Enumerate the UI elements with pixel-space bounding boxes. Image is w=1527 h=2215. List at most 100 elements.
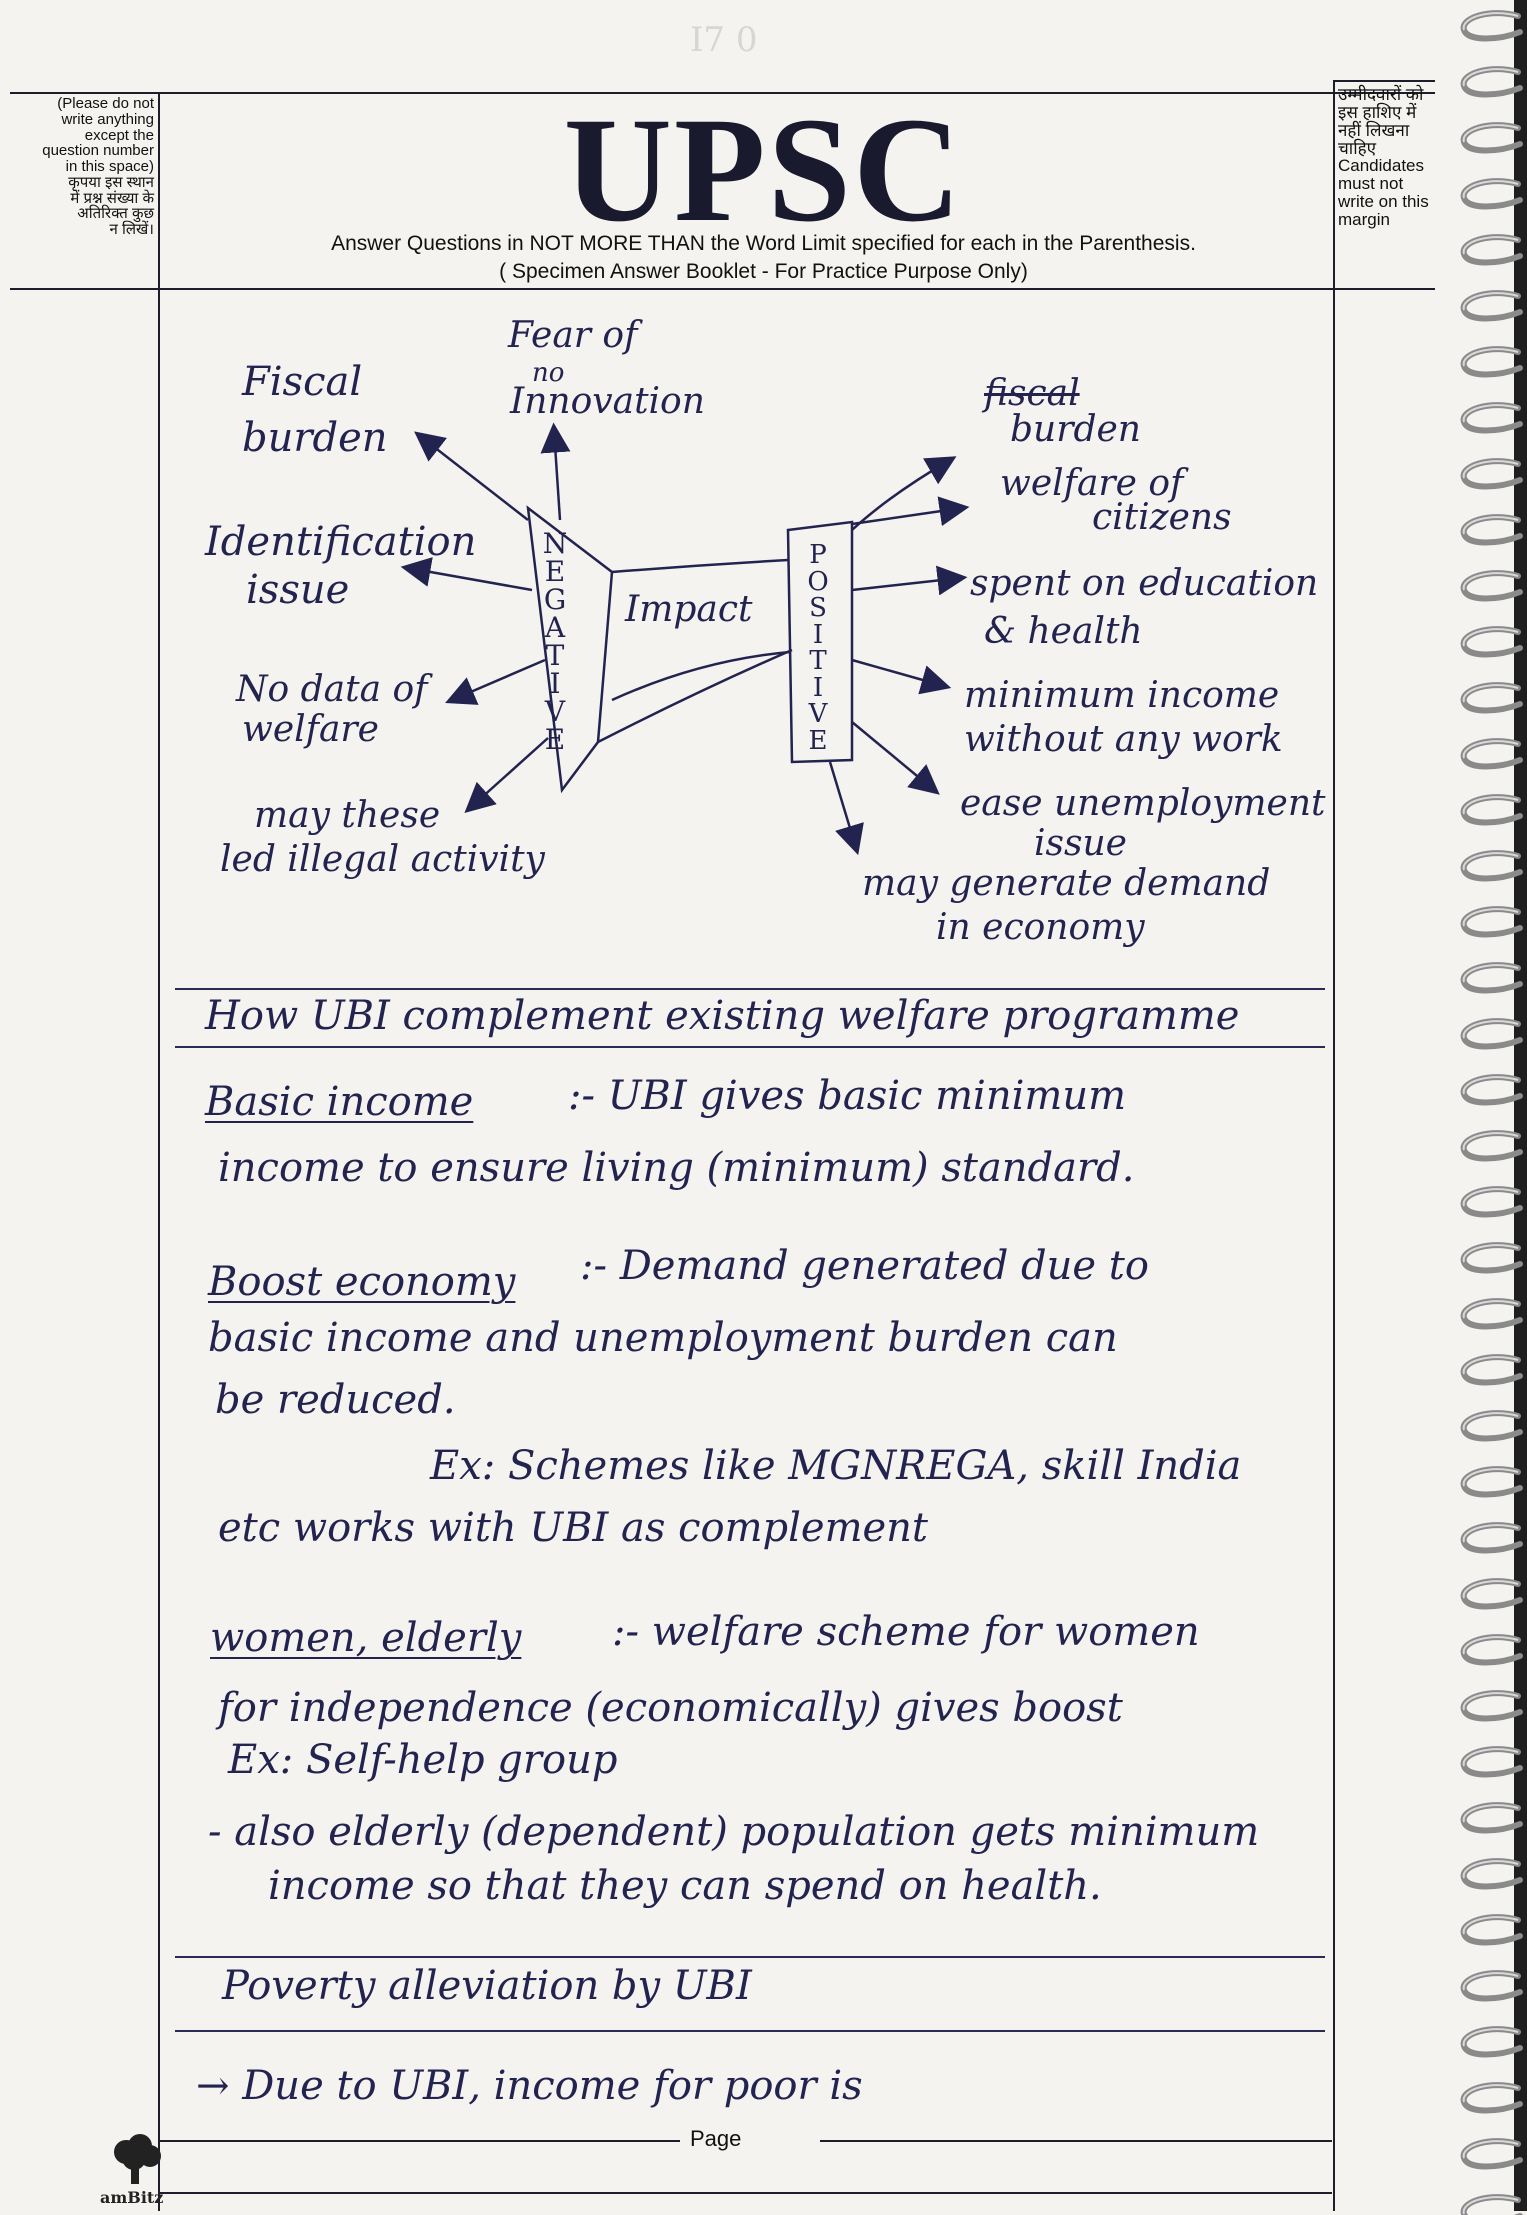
arrow-minimum-income <box>851 658 952 695</box>
section2-top-line <box>175 1956 1325 1958</box>
para-example-line2: etc works with UBI as complement <box>218 1505 928 1551</box>
impact-diagram-lines <box>400 422 970 856</box>
arrow-demand <box>828 761 864 856</box>
left-margin-rule <box>158 92 160 2211</box>
para-basic-income-line1: :- UBI gives basic minimum <box>568 1073 1127 1119</box>
spiral-coil <box>1460 1298 1523 1330</box>
spiral-coil <box>1460 1186 1523 1218</box>
para-women-line1: :- welfare scheme for women <box>612 1609 1200 1655</box>
neg-fear-line1: Fear of <box>508 315 638 356</box>
left-margin-note: (Please do not write anything except the… <box>42 95 154 238</box>
positive-label: P O S I T I V E <box>807 540 829 756</box>
right-margin-rule <box>1333 80 1335 2211</box>
spiral-coil <box>1460 458 1523 490</box>
impact-label: Impact <box>625 589 753 630</box>
para-poverty-line1: → Due to UBI, income for poor is <box>196 2063 863 2109</box>
negative-label: N E G A T I V E <box>542 527 568 756</box>
neg-nodata-line2: welfare <box>242 709 379 750</box>
arrow-illegal <box>464 737 549 814</box>
neg-fiscal-line2: burden <box>242 415 388 461</box>
spiral-coil <box>1460 1690 1523 1722</box>
positive-rectangle <box>786 520 854 764</box>
spiral-coil <box>1460 1354 1523 1386</box>
spiral-coil <box>1460 2138 1523 2170</box>
para-elderly-line1: - also elderly (dependent) population ge… <box>208 1809 1260 1855</box>
spiral-coil <box>1460 346 1523 378</box>
neg-nodata-line1: No data of <box>236 669 428 710</box>
spiral-coil <box>1460 682 1523 714</box>
spiral-coil <box>1460 2082 1523 2114</box>
spiral-coil <box>1460 514 1523 546</box>
pos-unemployment-line1: ease unemployment <box>960 783 1326 824</box>
spiral-coil <box>1460 1522 1523 1554</box>
spiral-coil <box>1460 626 1523 658</box>
page-title: UPSC <box>563 87 964 253</box>
spiral-coil <box>1460 1746 1523 1778</box>
para-boost-line1: :- Demand generated due to <box>580 1243 1149 1289</box>
para-boost-line3: be reduced. <box>215 1377 456 1423</box>
arrow-fear-innovation <box>540 422 571 521</box>
spiral-coil <box>1460 1634 1523 1666</box>
neg-illegal-line2: led illegal activity <box>220 839 545 880</box>
arrow-no-data <box>445 658 546 705</box>
spiral-coil <box>1460 1242 1523 1274</box>
header-top-line <box>10 92 1435 94</box>
pos-minincome-line2: without any work <box>964 719 1283 760</box>
neg-fiscal-line1: Fiscal <box>242 359 363 405</box>
neg-identification-line2: issue <box>246 567 350 613</box>
bottom-rule <box>160 2192 1332 2194</box>
spiral-coil <box>1460 962 1523 994</box>
para-boost-key: Boost economy <box>208 1259 516 1305</box>
arrow-welfare <box>851 496 970 527</box>
spiral-coil <box>1460 1914 1523 1946</box>
arrow-spent <box>851 565 968 596</box>
neg-identification-line1: Identification <box>205 519 477 565</box>
ambitz-logo-text: amBitz <box>100 2188 164 2207</box>
pos-fiscal-burden: burden <box>1010 409 1141 450</box>
ambitz-logo-icon <box>114 2134 161 2184</box>
pos-welfare-line2: citizens <box>1092 497 1232 538</box>
spiral-coil <box>1460 1802 1523 1834</box>
spiral-binding <box>1430 0 1527 2215</box>
spiral-coil <box>1460 1466 1523 1498</box>
spiral-coil <box>1460 10 1523 42</box>
arrow-unemployment <box>851 721 940 795</box>
para-basic-income-line2: income to ensure living (minimum) standa… <box>218 1145 1135 1191</box>
spiral-coil <box>1460 234 1523 266</box>
neg-illegal-line1: may these <box>254 795 441 836</box>
spiral-coil <box>1460 2194 1523 2215</box>
para-basic-income-key: Basic income <box>205 1079 474 1125</box>
para-elderly-line2: income so that they can spend on health. <box>268 1863 1102 1909</box>
section1-heading: How UBI complement existing welfare prog… <box>205 993 1240 1039</box>
instruction-text: Answer Questions in NOT MORE THAN the Wo… <box>331 232 1196 255</box>
spiral-coil <box>1460 1578 1523 1610</box>
section2-heading: Poverty alleviation by UBI <box>222 1963 752 2009</box>
spiral-coils-svg <box>1460 0 1527 2215</box>
arrow-identification <box>400 557 533 592</box>
spiral-coil <box>1460 2026 1523 2058</box>
arrow-fiscal-pos <box>851 456 957 531</box>
spiral-coil <box>1460 738 1523 770</box>
section1-top-line <box>175 988 1325 990</box>
footer-line-left <box>160 2140 680 2142</box>
spiral-coil <box>1460 850 1523 882</box>
spiral-coil <box>1460 1858 1523 1890</box>
neg-fear-line2: no <box>532 358 565 388</box>
para-women-line2: for independence (economically) gives bo… <box>218 1685 1123 1731</box>
header-bottom-line <box>10 288 1435 290</box>
spiral-coil <box>1460 178 1523 210</box>
footer-line-right <box>820 2140 1332 2142</box>
page-bleed-mark: I7 0 <box>690 20 758 60</box>
spiral-coil <box>1460 66 1523 98</box>
right-margin-top-line <box>1335 80 1435 82</box>
pos-demand-line2: in economy <box>936 907 1145 948</box>
spiral-coil <box>1460 1074 1523 1106</box>
para-example-line1: Ex: Schemes like MGNREGA, skill India <box>430 1443 1242 1489</box>
para-women-key: women, elderly <box>210 1615 522 1661</box>
spiral-coil <box>1460 1130 1523 1162</box>
pos-unemployment-line2: issue <box>1034 823 1127 864</box>
spiral-coil <box>1460 1018 1523 1050</box>
spiral-coil <box>1460 1410 1523 1442</box>
right-margin-note: उम्मीदवारों को इस हाशिए में नहीं लिखना च… <box>1338 85 1429 229</box>
neg-fear-line3: Innovation <box>510 381 705 422</box>
